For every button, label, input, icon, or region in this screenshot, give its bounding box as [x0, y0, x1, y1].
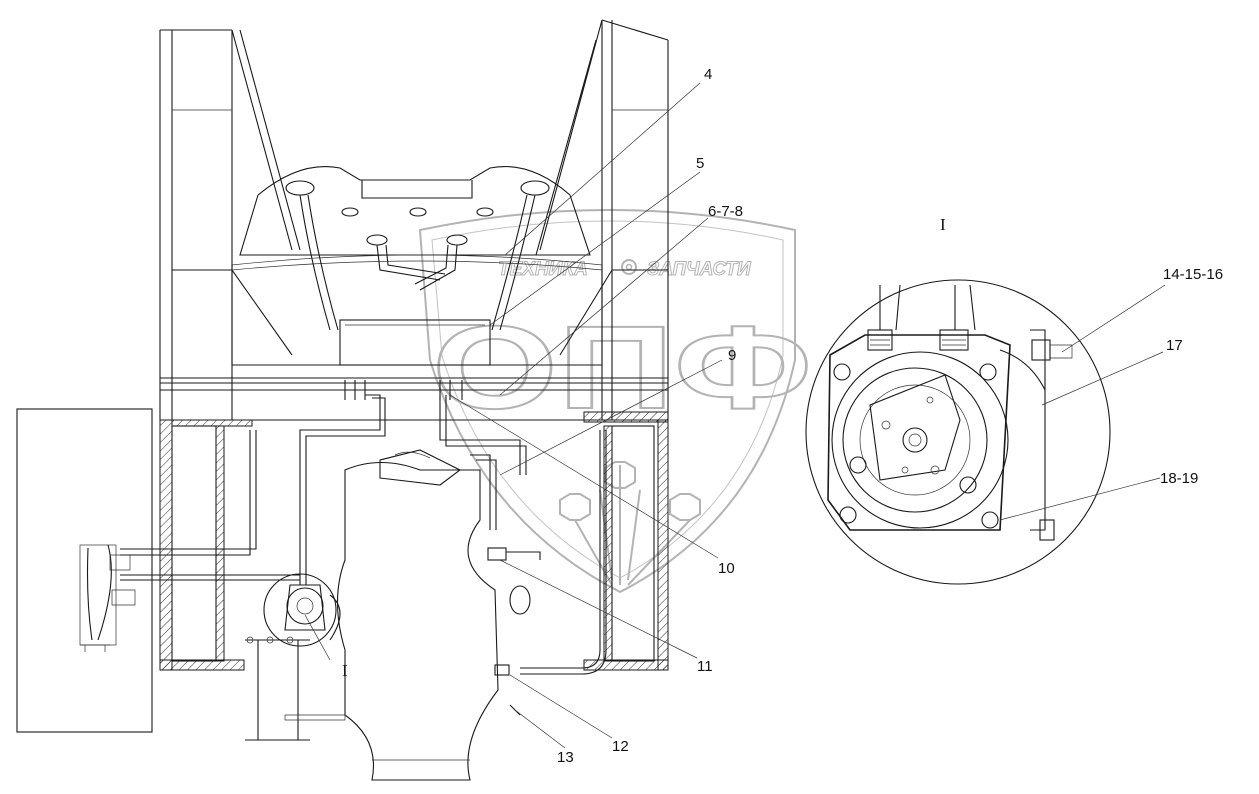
detail-view-label: I — [940, 215, 946, 234]
roof-housing — [231, 165, 603, 366]
leader-lines — [304, 82, 1166, 749]
detail-view-compressor — [805, 279, 1111, 585]
callout-13: 13 — [557, 749, 574, 766]
callout-10: 10 — [718, 560, 735, 577]
engine — [245, 449, 541, 781]
callout-9: 9 — [728, 347, 736, 364]
callout-6-7-8: 6-7-8 — [708, 203, 743, 220]
callouts: 4 5 6-7-8 9 10 11 12 13 14-15-16 17 18-1… — [342, 66, 1223, 766]
watermark-brand-right: ЗАПЧАСТИ — [647, 259, 751, 280]
callout-5: 5 — [696, 155, 704, 172]
watermark: ТЕХНИКА ЗАПЧАСТИ ОПФ — [418, 209, 813, 594]
gear-icon — [621, 259, 637, 275]
section-mark-label: I — [342, 661, 348, 680]
callout-12: 12 — [612, 738, 629, 755]
watermark-wheat-emblem — [559, 461, 701, 586]
callout-11: 11 — [697, 658, 713, 675]
side-panel — [16, 408, 153, 733]
callout-17: 17 — [1166, 337, 1183, 354]
callout-18-19: 18-19 — [1160, 470, 1198, 487]
callout-4: 4 — [704, 66, 712, 83]
callout-14-15-16: 14-15-16 — [1163, 266, 1223, 283]
frame-rails — [159, 19, 669, 671]
